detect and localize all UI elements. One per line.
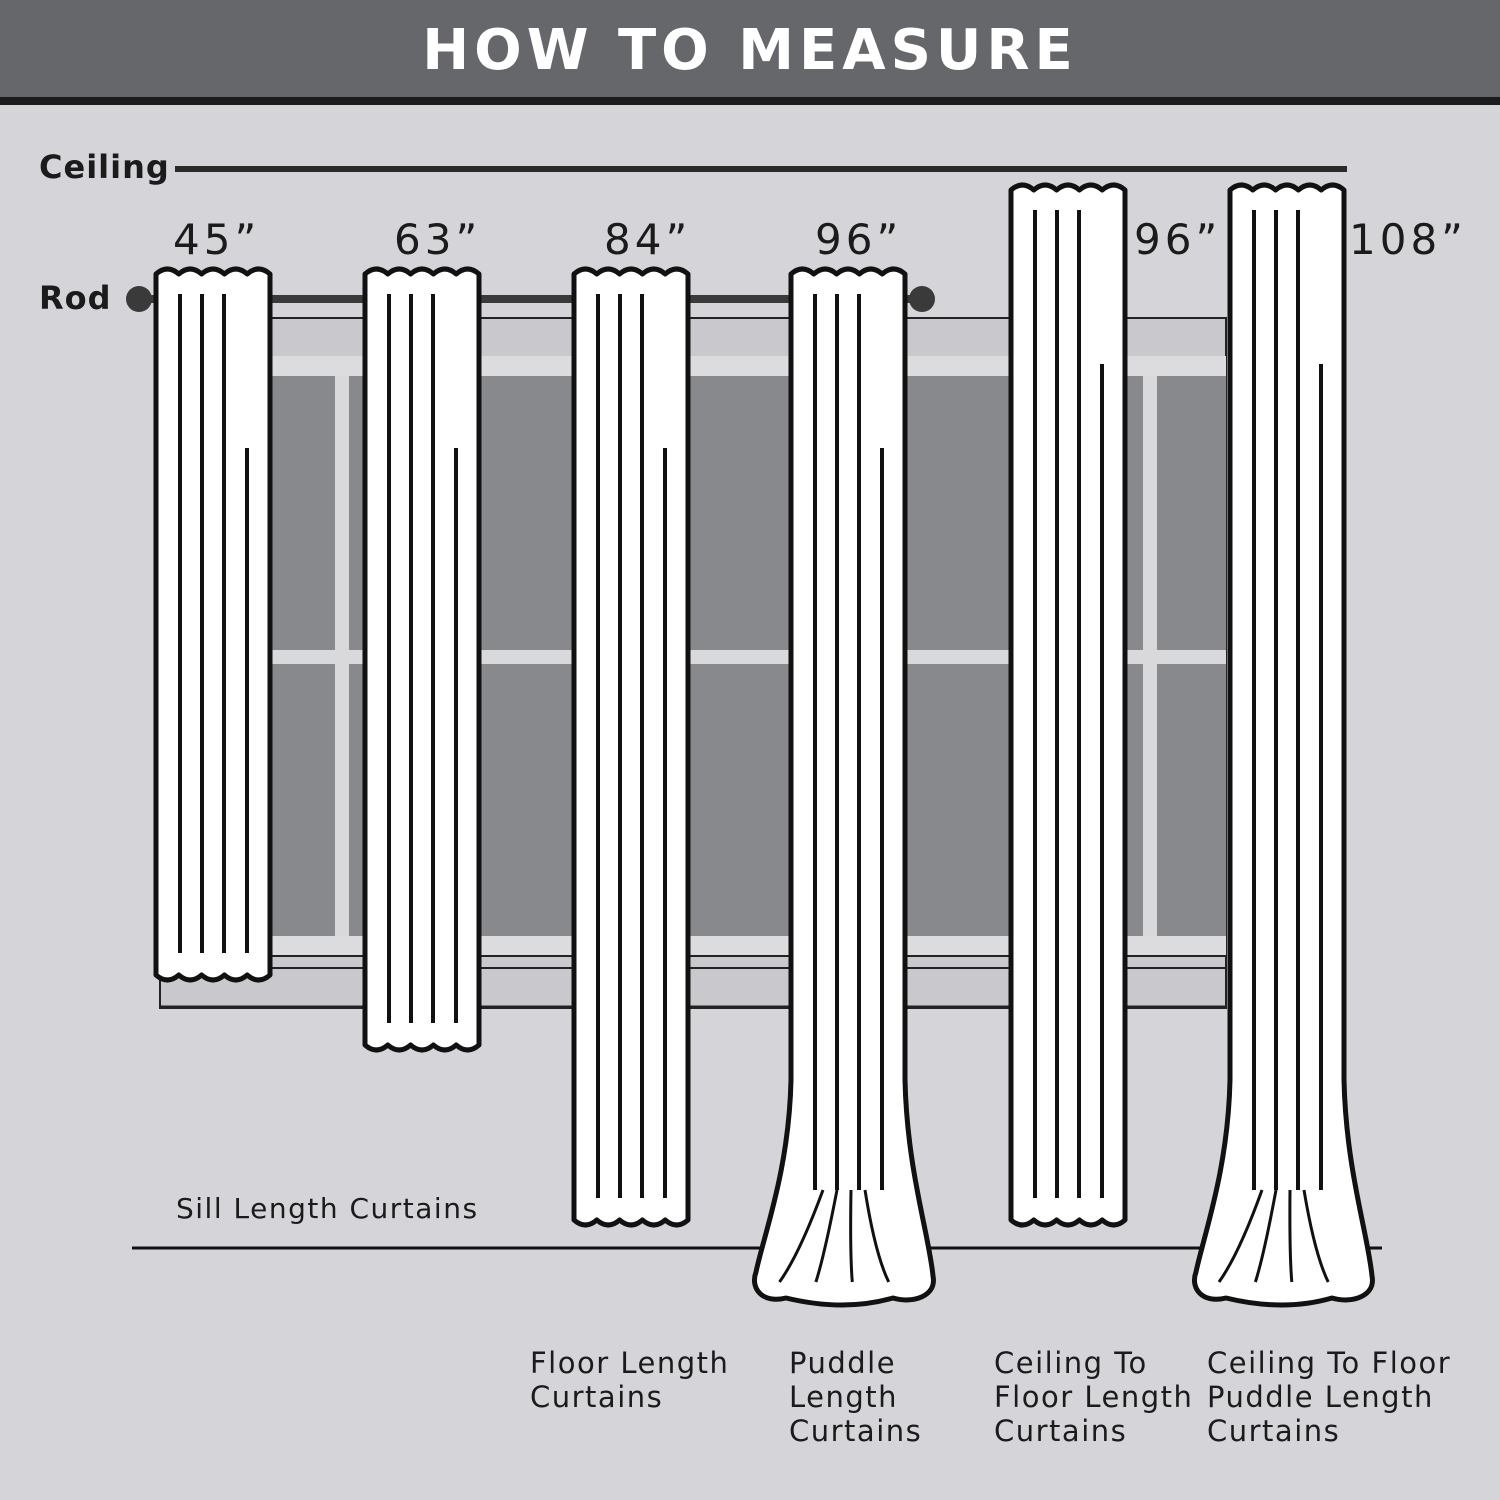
curtain-panel xyxy=(571,266,691,1228)
ceiling-line xyxy=(175,166,1347,172)
curtain-outline xyxy=(752,266,936,1308)
curtain-caption: Floor Length Curtains xyxy=(530,1346,730,1414)
curtain-outline xyxy=(153,266,273,983)
sill-length-label: Sill Length Curtains xyxy=(176,1192,479,1225)
curtain-outline xyxy=(571,266,691,1228)
curtain-panel xyxy=(153,266,273,983)
curtain-length-label: 108” xyxy=(1349,215,1467,264)
puddle-fold-line xyxy=(849,1189,854,1283)
curtain-outline xyxy=(1192,182,1375,1308)
puddle-fold-line xyxy=(1302,1189,1330,1283)
puddle-fold-line xyxy=(1217,1189,1264,1283)
window-mullion-horizontal xyxy=(272,650,1226,664)
window-mullion-vertical xyxy=(335,376,349,936)
curtain-caption: Ceiling To Floor Puddle Length Curtains xyxy=(1207,1346,1452,1448)
window-mullion-vertical xyxy=(1143,376,1157,936)
curtain-panel xyxy=(1008,182,1128,1228)
curtain-outline xyxy=(1008,182,1128,1228)
curtain-length-label: 96” xyxy=(815,215,903,264)
rod-bar xyxy=(140,295,920,303)
header-divider xyxy=(0,97,1500,105)
ceiling-label: Ceiling xyxy=(39,148,170,186)
puddle-fold-line xyxy=(863,1189,891,1283)
curtain-length-label: 84” xyxy=(604,215,692,264)
curtain-outline xyxy=(362,266,482,1053)
curtain-rod xyxy=(126,286,935,312)
page-title: HOW TO MEASURE xyxy=(422,18,1078,83)
puddle-curtain-panel xyxy=(752,266,936,1308)
puddle-fold-line xyxy=(814,1189,839,1283)
puddle-curtain-panel xyxy=(1192,182,1375,1308)
curtain-length-label: 63” xyxy=(394,215,482,264)
header-bar xyxy=(0,0,1500,97)
curtain-length-label: 96” xyxy=(1134,215,1222,264)
curtain-length-label: 45” xyxy=(173,215,261,264)
rod-finial-right xyxy=(909,286,935,312)
curtain-panel xyxy=(362,266,482,1053)
puddle-fold-line xyxy=(1288,1189,1294,1283)
curtain-caption: Puddle Length Curtains xyxy=(789,1346,923,1448)
rod-finial-left xyxy=(126,286,152,312)
puddle-fold-line xyxy=(1253,1189,1278,1283)
puddle-fold-line xyxy=(778,1189,825,1283)
curtain-caption: Ceiling To Floor Length Curtains xyxy=(994,1346,1194,1448)
rod-label: Rod xyxy=(39,279,112,317)
